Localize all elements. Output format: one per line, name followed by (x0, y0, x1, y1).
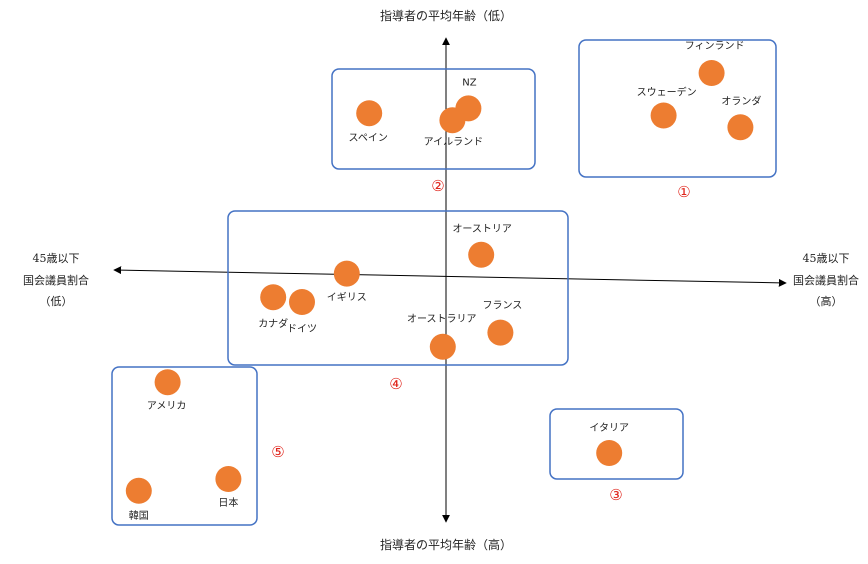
group-box-2 (331, 68, 536, 170)
data-point-15 (215, 466, 242, 492)
point-label-3: オランダ (721, 94, 761, 107)
point-label-7: オーストリア (452, 223, 512, 235)
axis-left-label-line3: （低） (40, 295, 73, 308)
point-label-4: NZ (462, 77, 476, 88)
group-number-3: ③ (609, 486, 622, 504)
group-boxes (111, 39, 777, 526)
data-point-9 (260, 284, 287, 311)
data-points (125, 60, 754, 504)
axes: 指導者の平均年齢（低） 指導者の平均年齢（高） 45歳以下 国会議員割合 （低）… (23, 8, 859, 552)
group-box-3 (549, 408, 684, 480)
axis-top-label: 指導者の平均年齢（低） (380, 8, 512, 23)
point-label-5: アイルランド (424, 136, 484, 148)
group-box-4 (227, 210, 569, 366)
data-point-11 (429, 333, 456, 360)
group-number-1: ① (677, 183, 690, 201)
point-label-16: 韓国 (129, 510, 149, 522)
data-point-6 (356, 100, 383, 127)
data-point-8 (333, 260, 360, 287)
group-box-5 (111, 366, 258, 526)
data-point-14 (154, 369, 181, 396)
point-label-6: スペイン (349, 133, 388, 144)
point-label-9: カナダ (258, 317, 288, 330)
axis-left-label-line1: 45歳以下 (33, 252, 80, 265)
group-number-4: ④ (389, 375, 402, 393)
data-point-12 (487, 319, 514, 346)
axis-left-label-line2: 国会議員割合 (23, 273, 89, 287)
data-point-5 (439, 107, 466, 134)
point-label-1: フィンランド (685, 40, 745, 52)
data-point-13 (596, 440, 623, 466)
horizontal-axis (113, 266, 787, 287)
data-point-1 (698, 60, 725, 86)
data-point-10 (289, 289, 315, 315)
axis-right-label-line1: 45歳以下 (803, 252, 850, 265)
group-box-1 (578, 39, 777, 178)
point-label-15: 日本 (218, 496, 238, 509)
group-number-2: ② (431, 177, 444, 195)
data-point-7 (468, 241, 495, 268)
data-point-3 (727, 114, 754, 141)
point-label-13: イタリア (589, 422, 629, 434)
point-label-12: フランス (482, 300, 522, 312)
axis-right-label-line3: （高） (810, 294, 843, 308)
point-label-14: アメリカ (147, 400, 187, 412)
point-label-8: イギリス (327, 292, 367, 304)
point-label-11: オーストラリア (407, 313, 477, 325)
axis-right-label-line2: 国会議員割合 (793, 273, 859, 287)
data-point-16 (125, 477, 152, 504)
point-label-10: ドイツ (287, 324, 317, 335)
axis-bottom-label: 指導者の平均年齢（高） (380, 537, 512, 552)
point-label-2: スウェーデン (637, 86, 697, 99)
group-number-5: ⑤ (271, 443, 284, 461)
group-numbers: ① ② ③ ④ ⑤ (271, 177, 690, 504)
data-point-2 (650, 102, 677, 129)
